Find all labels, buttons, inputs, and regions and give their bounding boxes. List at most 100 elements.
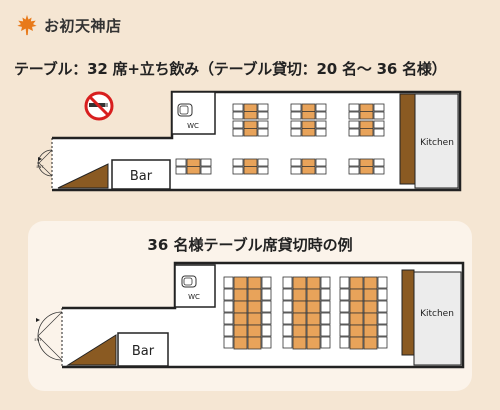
wc-room-2: WC <box>174 264 216 308</box>
table-segment <box>292 300 307 314</box>
chair <box>320 312 331 325</box>
room-2-walls <box>62 261 465 369</box>
table-segment <box>306 288 321 302</box>
table-segment <box>363 300 378 314</box>
table-segment <box>306 336 321 350</box>
table-segment <box>349 312 364 326</box>
chair <box>261 336 272 349</box>
table-segment <box>349 288 364 302</box>
table-segment <box>292 324 307 338</box>
table-segment <box>247 300 262 314</box>
table-segment <box>247 336 262 350</box>
chair <box>377 336 388 349</box>
chair <box>320 288 331 301</box>
table-segment <box>247 312 262 326</box>
table-segment <box>306 276 321 290</box>
table-segment <box>349 300 364 314</box>
banquet-tables <box>223 276 388 350</box>
chair <box>261 324 272 337</box>
chair <box>261 300 272 313</box>
table-segment <box>247 288 262 302</box>
chair <box>377 276 388 289</box>
kitchen-label: Kitchen <box>420 309 454 319</box>
chair <box>320 336 331 349</box>
table-segment <box>233 300 248 314</box>
table-segment <box>349 276 364 290</box>
table-segment <box>363 276 378 290</box>
table-segment <box>363 324 378 338</box>
chair <box>223 324 234 337</box>
entrance-door-1: ENT <box>37 149 53 177</box>
table-segment <box>363 336 378 350</box>
table-segment <box>247 324 262 338</box>
table-segment <box>306 300 321 314</box>
table-segment <box>306 324 321 338</box>
chair <box>282 288 293 301</box>
chair <box>339 324 350 337</box>
chair <box>223 276 234 289</box>
wc-label: WC <box>187 122 199 130</box>
table-segment <box>292 312 307 326</box>
bar-box-1 <box>111 159 171 190</box>
wc-room-1: WC <box>171 91 216 135</box>
bar-label: Bar <box>132 344 155 359</box>
example-caption: 36 名様テーブル席貸切時の例 <box>147 236 353 254</box>
chair <box>320 300 331 313</box>
chair <box>261 312 272 325</box>
entrance-label: ENT <box>35 338 43 342</box>
kitchen-2 <box>413 271 462 366</box>
chair <box>377 300 388 313</box>
seating-summary: テーブル：32 席+立ち飲み（テーブル貸切：20 名～ 36 名様） <box>14 60 447 78</box>
kitchen-counter-1 <box>399 93 416 185</box>
kitchen-label: Kitchen <box>420 138 454 148</box>
chair <box>282 336 293 349</box>
chair <box>339 276 350 289</box>
table-segment <box>233 312 248 326</box>
table-segment <box>349 324 364 338</box>
chair <box>223 288 234 301</box>
table-segment <box>247 276 262 290</box>
chair <box>261 288 272 301</box>
wc-label: WC <box>188 293 200 301</box>
chair <box>223 312 234 325</box>
entrance-label: ENT <box>37 165 45 169</box>
room-1-walls <box>52 90 462 192</box>
chair <box>223 336 234 349</box>
chair <box>320 324 331 337</box>
chair <box>339 312 350 325</box>
no-smoking-icon <box>84 91 114 121</box>
maple-leaf-icon <box>17 14 37 36</box>
floor-plan-2: WC ENT Bar Kitchen <box>35 261 465 369</box>
floor-plan-1: WC ENT Bar Kitchen <box>37 90 462 192</box>
bar-counter-1 <box>57 163 109 189</box>
kitchen-counter-2 <box>401 269 415 356</box>
table-segment <box>292 276 307 290</box>
chair <box>261 276 272 289</box>
table-segment <box>233 336 248 350</box>
entrance-door-2: ENT <box>35 311 63 361</box>
store-name: お初天神店 <box>44 16 122 35</box>
table-segment <box>349 336 364 350</box>
chair <box>282 324 293 337</box>
kitchen-1 <box>414 93 459 189</box>
chair <box>282 312 293 325</box>
bar-label: Bar <box>130 169 153 184</box>
chair <box>282 300 293 313</box>
chair <box>320 276 331 289</box>
chair <box>339 300 350 313</box>
chair <box>377 288 388 301</box>
bar-counter-2 <box>66 334 117 366</box>
table-segment <box>292 336 307 350</box>
table-segment <box>233 276 248 290</box>
table-segment <box>233 324 248 338</box>
table-segment <box>233 288 248 302</box>
chair <box>339 288 350 301</box>
header: お初天神店 <box>16 12 122 38</box>
chair <box>282 276 293 289</box>
chair <box>377 324 388 337</box>
table-segment <box>363 288 378 302</box>
chair <box>339 336 350 349</box>
chair <box>223 300 234 313</box>
bar-box-2 <box>117 332 169 367</box>
